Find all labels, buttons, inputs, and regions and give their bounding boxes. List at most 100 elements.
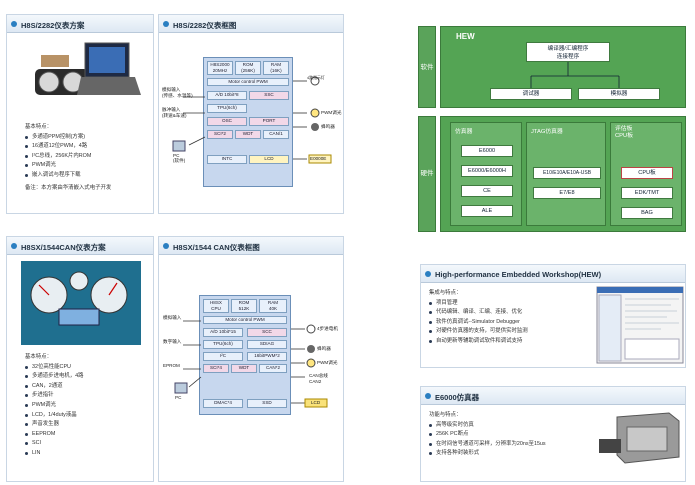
can-bus-label: CAN总线 CAN2	[309, 373, 328, 384]
feature-list: 功能与特点： 高等级实时仿真 256K PC断点 在时间信号通道可采样，分辨率为…	[429, 411, 546, 459]
feature-item: 256K PC断点	[429, 430, 546, 440]
rom-chip: ROM 512K	[231, 299, 257, 313]
pwm-chip: Motor control PWM	[207, 78, 289, 86]
bullet-dot-icon	[163, 243, 169, 249]
panel-h8s2282-block: H8S/2282仪表框图 H8S2000 20MHz ROM (256K) RA…	[158, 14, 344, 214]
feature-heading: 功能与特点：	[429, 412, 462, 418]
rom-chip: ROM (256K)	[235, 61, 261, 75]
pwm-dim-label: PWM调光	[317, 360, 338, 365]
simulator-box: 模拟器	[578, 88, 660, 100]
feature-item: PWM调光	[25, 161, 111, 171]
bullet-dot-icon	[11, 21, 17, 27]
i2c-chip: I²C	[203, 352, 243, 361]
diagram-arrows	[174, 320, 328, 408]
buzzer-label: 蜂鸣器	[321, 124, 335, 129]
intc-chip: INTC	[207, 155, 247, 164]
feature-list: 基本特点： 多通道PPM控制(方案) 16通道12位PWM，4路 I²C总线，2…	[25, 123, 111, 193]
feature-item: 多通道PPM控制(方案)	[25, 133, 111, 143]
group-item: EDK/TMT	[621, 187, 673, 199]
scc-chip: SCC	[247, 328, 287, 337]
feature-item: 32位高性能CPU	[25, 363, 84, 373]
diagram-arrows	[172, 76, 332, 164]
group-item: CPU板	[621, 167, 673, 179]
group-item: E6000/E6000H	[461, 165, 513, 177]
feature-item: 高等级实时仿真	[429, 421, 546, 431]
hew-connectors	[530, 62, 620, 88]
group-item: ALE	[461, 205, 513, 217]
panel-title: E6000仿真器	[421, 387, 685, 405]
cpu-chip: H8SX CPU	[203, 299, 229, 313]
feature-item: LIN	[25, 449, 84, 459]
software-side-label: 软件	[418, 26, 436, 108]
indicator-label: 4路指示灯	[307, 75, 325, 80]
panel-e6000: E6000仿真器 功能与特点： 高等级实时仿真 256K PC断点 在时间信号通…	[420, 386, 686, 482]
group-title: JTAG仿真器	[531, 129, 563, 135]
feature-item: 代码编辑、编译、汇编、连接、优化	[429, 308, 528, 318]
lcd-part-label: E0000E	[310, 156, 327, 161]
e6000-device-photo	[599, 412, 680, 464]
panel-hew-features: High-performance Embedded Workshop(HEW) …	[420, 264, 686, 368]
adc-chip: A/D 10bit*15	[203, 328, 243, 337]
emulator-group: 仿真器 E6000 E6000/E6000H CE ALE	[450, 122, 522, 226]
feature-item: 项目管理	[429, 299, 528, 309]
lcd-chip: LCD	[249, 155, 289, 164]
bullet-dot-icon	[425, 393, 431, 399]
feature-item: CAN，2通道	[25, 382, 84, 392]
feature-item: 嵌入调试与程序下载	[25, 171, 111, 181]
group-item: E7/E8	[533, 187, 601, 199]
hew-screenshot-thumbnail	[596, 286, 684, 364]
analog-input-label: 模拟输入	[163, 315, 182, 320]
wdt-chip: WDT	[231, 364, 257, 373]
adc-chip: A/D 10bit*8	[207, 91, 247, 100]
feature-item: 支持各种封装形式	[429, 449, 546, 459]
feature-item: SCI	[25, 439, 84, 449]
pwm-dim-label: PWM调光	[321, 110, 342, 115]
hew-diagram: 软件 硬件 HEW 编译器/汇编程序 连接程序 调试器 模拟器 仿真器 E600…	[418, 26, 686, 232]
feature-item: 在时间信号通道可采样，分辨率为20ns至15us	[429, 440, 546, 450]
sci-chip: SCI*2	[207, 130, 233, 139]
group-item: BAG	[621, 207, 673, 219]
can-chip: CAN/1	[263, 130, 289, 139]
pwm-chip: Motor control PWM	[203, 316, 287, 324]
group-item: CE	[461, 185, 513, 197]
hew-top-label: HEW	[456, 32, 475, 41]
pwm16-chip: 16bitPWM*2	[247, 352, 287, 361]
panel-title: H8S/2282仪表方案	[7, 15, 153, 33]
feature-list: 集成与特点： 项目管理 代码编辑、编译、汇编、连接、优化 软件仿真调试--Sim…	[429, 289, 528, 347]
buzzer-label: 蜂鸣器	[317, 346, 331, 351]
pc-label: PC (软件)	[173, 153, 186, 163]
dashboard-laptop-photo	[35, 42, 141, 95]
tpu-chip: TPU(6ch)	[207, 104, 247, 113]
pulse-input-label: 脉冲输入 (转速&车速)	[162, 107, 187, 118]
group-item: E6000	[461, 145, 513, 157]
ssc-chip: SSC	[249, 91, 289, 100]
sdiag-chip: SDIAG	[247, 340, 287, 349]
bullet-dot-icon	[425, 271, 431, 277]
feature-item: EEPROM	[25, 430, 84, 440]
ram-chip: RAM (16K)	[263, 61, 289, 75]
panel-h8s2282-solution: H8S/2282仪表方案 基本特点： 多通道PPM控制(方案) 16通道12位P…	[6, 14, 154, 214]
feature-item: 对硬件仿真器的支持，可提供实时监测	[429, 327, 528, 337]
stepper-label: 4步进电机	[317, 326, 338, 331]
sci-chip: SCI*4	[203, 364, 229, 373]
eprom-label: EPROM	[163, 363, 180, 368]
can-dashboard-photo	[21, 261, 141, 345]
feature-item: PWM调光	[25, 401, 84, 411]
feature-heading: 集成与特点：	[429, 290, 462, 296]
feature-item: 步进指针	[25, 391, 84, 401]
feature-heading: 基本特点：	[25, 354, 52, 360]
cpu-chip: H8S2000 20MHz	[207, 61, 233, 75]
debugger-box: 调试器	[490, 88, 572, 100]
can-chip: CAN*2	[259, 364, 287, 373]
compiler-box: 编译器/汇编程序 连接程序	[526, 42, 610, 62]
bullet-dot-icon	[11, 243, 17, 249]
tpu-chip: TPU(6ch)	[203, 340, 243, 349]
feature-item: 声音发生器	[25, 420, 84, 430]
panel-title: High-performance Embedded Workshop(HEW)	[421, 265, 685, 283]
group-item: E10/E10A/E10A-USB	[533, 167, 601, 179]
group-title: 评估板 CPU板	[615, 126, 634, 139]
port-chip: PORT	[249, 117, 289, 126]
feature-note: 备注：本方案由华清嵌入式电子开发	[25, 184, 112, 191]
dmac-chip: DMAC*4	[203, 399, 243, 408]
ram-chip: RAM 40K	[259, 299, 287, 313]
